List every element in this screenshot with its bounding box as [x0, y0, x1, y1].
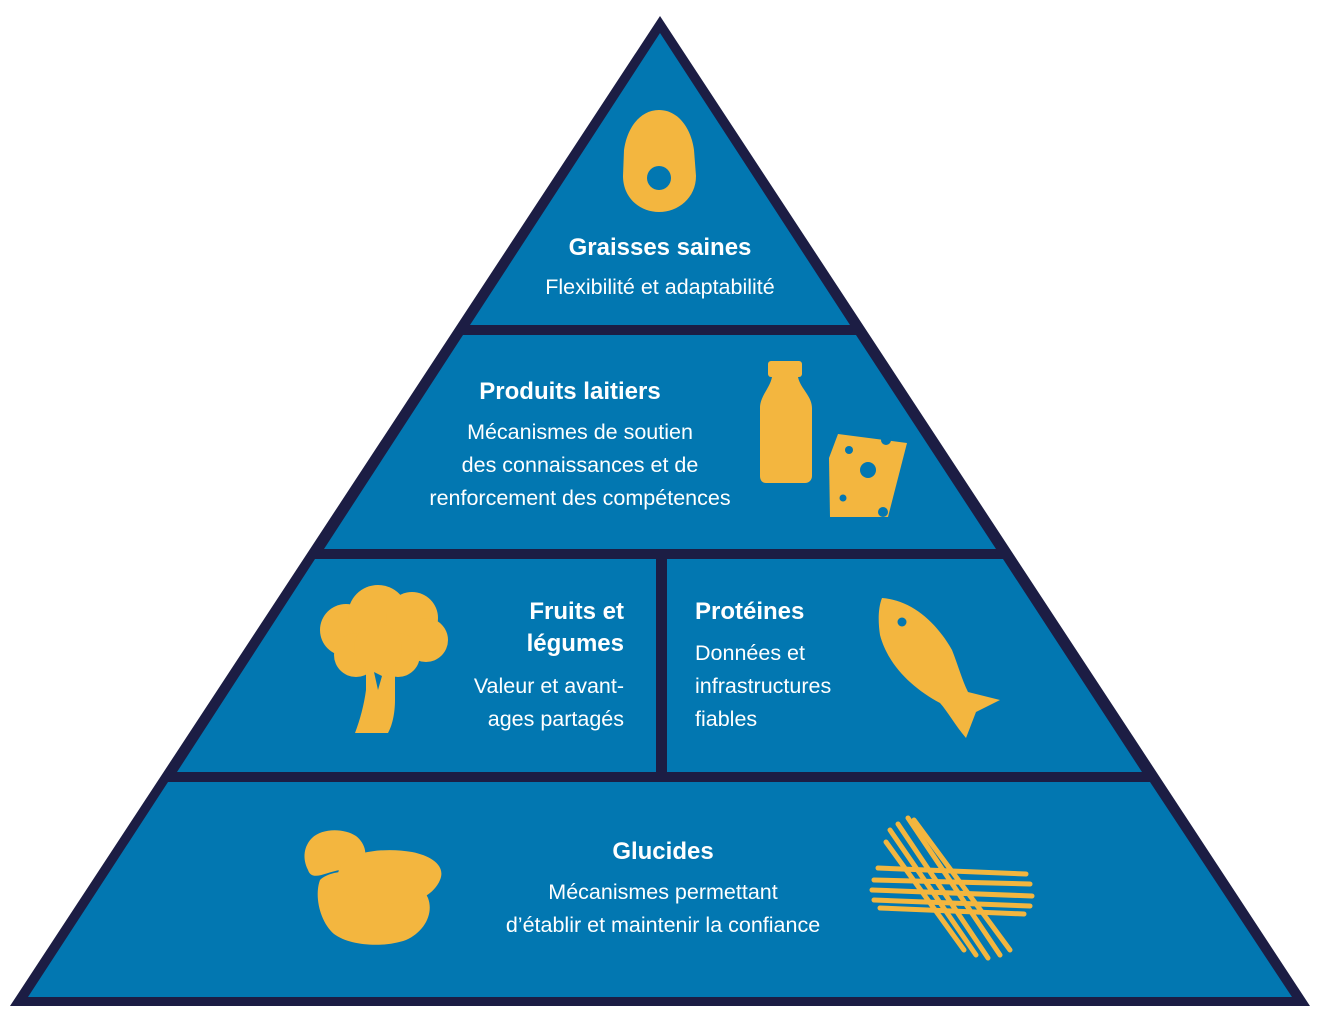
avocado-icon [623, 110, 696, 212]
tier-bottom-subtitle: Mécanismes permettant d’établir et maint… [453, 876, 873, 942]
subtitle-line: des connaissances et de [461, 453, 699, 477]
subtitle-line: fiables [695, 707, 758, 731]
subtitle-line: Mécanismes permettant [548, 880, 778, 904]
tier-fruits-subtitle: Valeur et avant- ages partagés [404, 670, 624, 736]
subtitle-line: renforcement des compétences [429, 486, 731, 510]
tier-top-title: Graisses saines [568, 234, 752, 261]
tier-fruits-title: Fruits et légumes [424, 596, 624, 660]
cheese-icon [829, 434, 907, 517]
title-line: légumes [526, 630, 624, 657]
tier-proteines-title: Protéines [695, 598, 805, 625]
potatoes-icon [304, 830, 442, 945]
milk-bottle-icon [760, 361, 812, 483]
tier-produits-laitiers [324, 335, 996, 549]
subtitle-line: d’établir et maintenir la confiance [505, 913, 821, 937]
subtitle-line: infrastructures [695, 674, 832, 698]
fish-icon [878, 598, 1000, 738]
tier-top-subtitle: Flexibilité et adaptabilité [545, 275, 775, 299]
tier-proteines-subtitle: Données et infrastructures fiables [695, 637, 885, 736]
tier-bottom-title: Glucides [612, 838, 714, 865]
subtitle-line: Valeur et avant- [473, 674, 624, 698]
subtitle-line: ages partagés [487, 707, 624, 731]
subtitle-line: Mécanismes de soutien [467, 420, 693, 444]
broccoli-icon [320, 585, 448, 733]
subtitle-line: Données et [695, 641, 805, 665]
spaghetti-icon [869, 815, 1035, 961]
tier-second-title: Produits laitiers [479, 378, 661, 405]
title-line: Fruits et [529, 598, 624, 625]
tier-second-subtitle: Mécanismes de soutien des connaissances … [380, 416, 780, 515]
